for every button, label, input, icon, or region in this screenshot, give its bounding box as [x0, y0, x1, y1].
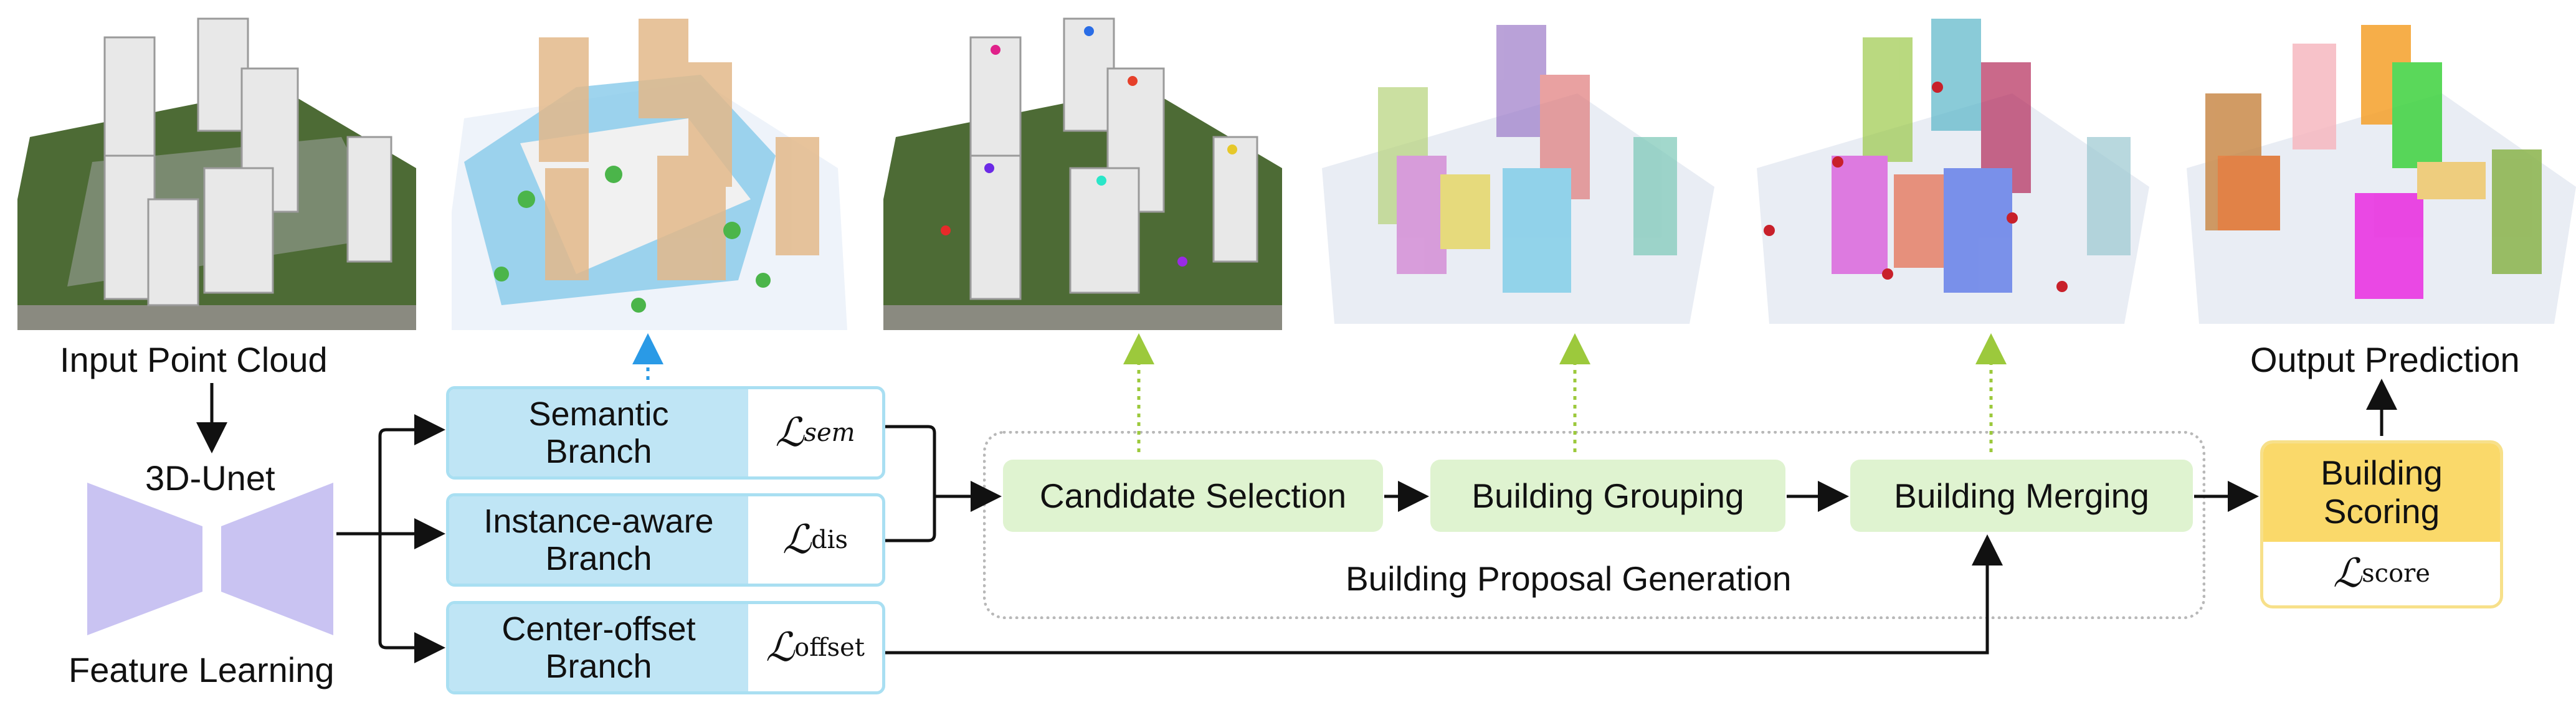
unet-label: 3D-Unet: [145, 458, 275, 498]
candidate-selection-image: [883, 12, 1282, 330]
arrow-offset-to-merging: [885, 534, 2003, 655]
proposal-generation-caption: Building Proposal Generation: [1346, 559, 1792, 598]
unet-shape: [87, 483, 333, 635]
output-prediction-image: [2180, 12, 2576, 330]
input-point-cloud-image: [17, 12, 416, 330]
building-merging-step: Building Merging: [1850, 460, 2193, 532]
input-point-cloud-caption: Input Point Cloud: [60, 340, 328, 379]
feature-learning-caption: Feature Learning: [69, 650, 335, 689]
arrow-branches-merge: [885, 425, 936, 542]
building-grouping-step: Building Grouping: [1430, 460, 1785, 532]
candidate-selection-step: Candidate Selection: [1003, 460, 1383, 532]
arrow-unet-to-semantic: [378, 414, 445, 534]
proposal-generation-frame: [983, 431, 2205, 619]
output-prediction-caption: Output Prediction: [2250, 340, 2520, 379]
arrow-unet-to-offset: [378, 534, 445, 663]
building-merging-image: [1751, 12, 2149, 330]
building-grouping-image: [1316, 12, 1714, 330]
semantic-segmentation-image: [452, 12, 847, 330]
